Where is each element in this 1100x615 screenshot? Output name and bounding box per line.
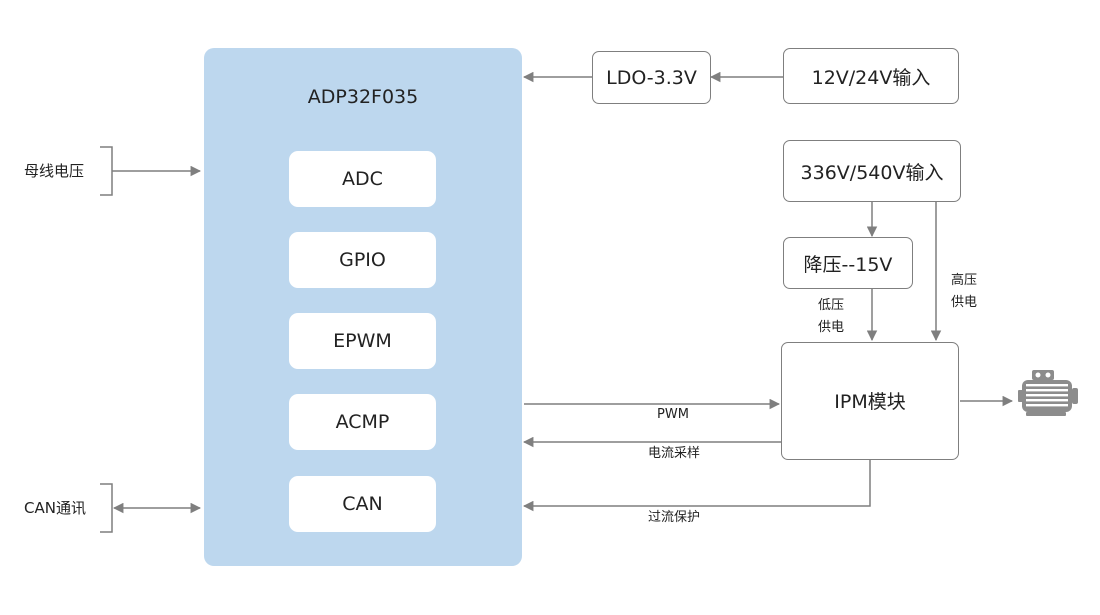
chip-title: ADP32F035	[307, 86, 419, 108]
bus-voltage-label: 母线电压	[24, 162, 85, 180]
high-supply-label: 高压 供电	[951, 273, 978, 310]
module-gpio: GPIO	[289, 232, 436, 288]
module-adc: ADC	[289, 151, 436, 207]
line-overcurrent	[522, 460, 871, 512]
current-sampling-label: 电流采样	[648, 446, 701, 461]
ipm-module-box: IPM模块	[781, 342, 959, 460]
low-supply-label: 低压 供电	[818, 298, 845, 335]
high-voltage-input-box: 336V/540V输入	[783, 140, 961, 202]
module-can: CAN	[289, 476, 436, 532]
module-epwm: EPWM	[289, 313, 436, 369]
ldo-box: LDO-3.3V	[592, 51, 711, 104]
can-comm-label: CAN通讯	[24, 499, 86, 517]
can-bracket	[100, 483, 113, 533]
overcurrent-protection-label: 过流保护	[648, 510, 701, 525]
motor-icon	[1018, 370, 1078, 416]
pwm-label: PWM	[657, 407, 689, 422]
module-acmp: ACMP	[289, 394, 436, 450]
bus-voltage-bracket	[100, 146, 113, 196]
low-voltage-input-box: 12V/24V输入	[783, 48, 959, 104]
buck-box: 降压--15V	[783, 237, 913, 289]
